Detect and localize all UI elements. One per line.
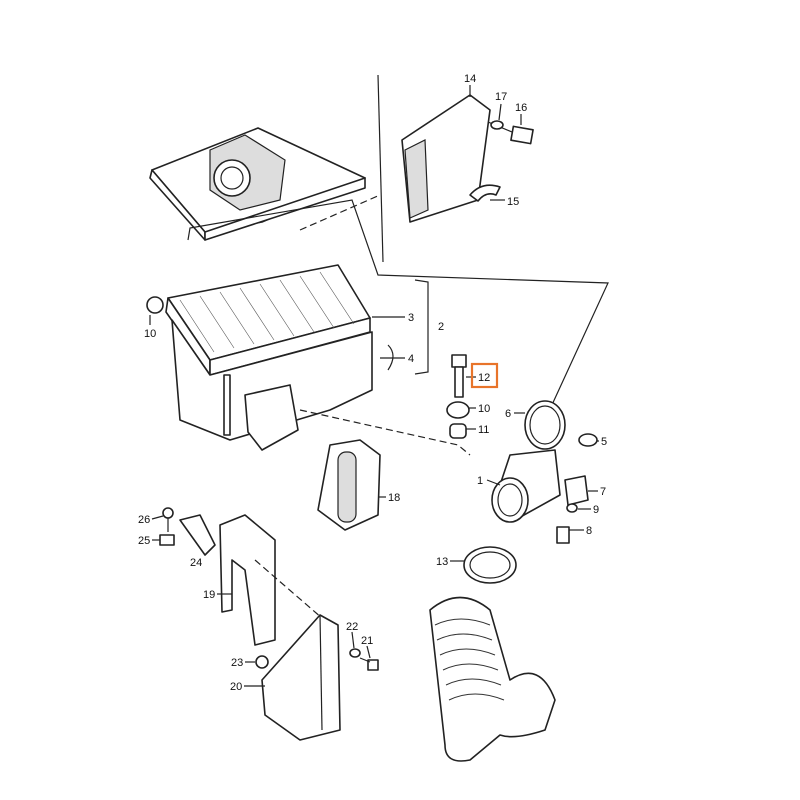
callout-5[interactable]: 5 bbox=[601, 436, 607, 448]
callout-11[interactable]: 11 bbox=[478, 424, 489, 436]
sleeve-11 bbox=[449, 423, 467, 439]
callout-3[interactable]: 3 bbox=[408, 312, 414, 324]
clip-25 bbox=[159, 534, 175, 546]
highlight-box-12 bbox=[470, 362, 499, 389]
filter-housing bbox=[146, 264, 373, 451]
bracket-20 bbox=[261, 614, 341, 741]
bolt-16 bbox=[487, 120, 534, 145]
washer-22 bbox=[349, 648, 361, 658]
callout-10-mount[interactable]: 10 bbox=[478, 403, 490, 415]
callout-23[interactable]: 23 bbox=[231, 657, 243, 669]
callout-21[interactable]: 21 bbox=[361, 635, 373, 647]
callout-12[interactable]: 12 bbox=[478, 372, 490, 384]
air-mass-meter-1 bbox=[491, 449, 589, 544]
callout-14[interactable]: 14 bbox=[464, 73, 476, 85]
callout-18[interactable]: 18 bbox=[388, 492, 400, 504]
callout-2[interactable]: 2 bbox=[438, 321, 444, 333]
callout-22[interactable]: 22 bbox=[346, 621, 358, 633]
filter-lid bbox=[149, 127, 366, 241]
clip-15 bbox=[469, 184, 501, 202]
callout-13[interactable]: 13 bbox=[436, 556, 448, 568]
bracket-24 bbox=[179, 514, 216, 556]
bracket-19 bbox=[219, 514, 276, 646]
callout-4[interactable]: 4 bbox=[408, 353, 414, 365]
duct-18 bbox=[317, 439, 381, 531]
bracket-14 bbox=[401, 94, 491, 223]
callout-9[interactable]: 9 bbox=[593, 504, 599, 516]
callout-8[interactable]: 8 bbox=[586, 525, 592, 537]
callout-19[interactable]: 19 bbox=[203, 589, 215, 601]
cap-5 bbox=[578, 433, 598, 447]
callout-17[interactable]: 17 bbox=[495, 91, 507, 103]
callout-24[interactable]: 24 bbox=[190, 557, 202, 569]
intake-hose bbox=[429, 596, 556, 762]
rubber-mount-10 bbox=[446, 401, 470, 419]
callout-7[interactable]: 7 bbox=[600, 486, 606, 498]
bolt-21 bbox=[359, 657, 379, 671]
callout-6[interactable]: 6 bbox=[505, 408, 511, 420]
callout-20[interactable]: 20 bbox=[230, 681, 242, 693]
callout-16[interactable]: 16 bbox=[515, 102, 527, 114]
clamp-13 bbox=[463, 546, 517, 584]
callout-10-housing[interactable]: 10 bbox=[144, 328, 156, 340]
bolt-12 bbox=[451, 354, 467, 398]
bolt-26 bbox=[162, 507, 174, 532]
callout-15[interactable]: 15 bbox=[507, 196, 519, 208]
callout-1[interactable]: 1 bbox=[477, 475, 483, 487]
nut-23 bbox=[255, 655, 269, 669]
seal-6 bbox=[524, 400, 566, 450]
callout-25[interactable]: 25 bbox=[138, 535, 150, 547]
callout-26[interactable]: 26 bbox=[138, 514, 150, 526]
